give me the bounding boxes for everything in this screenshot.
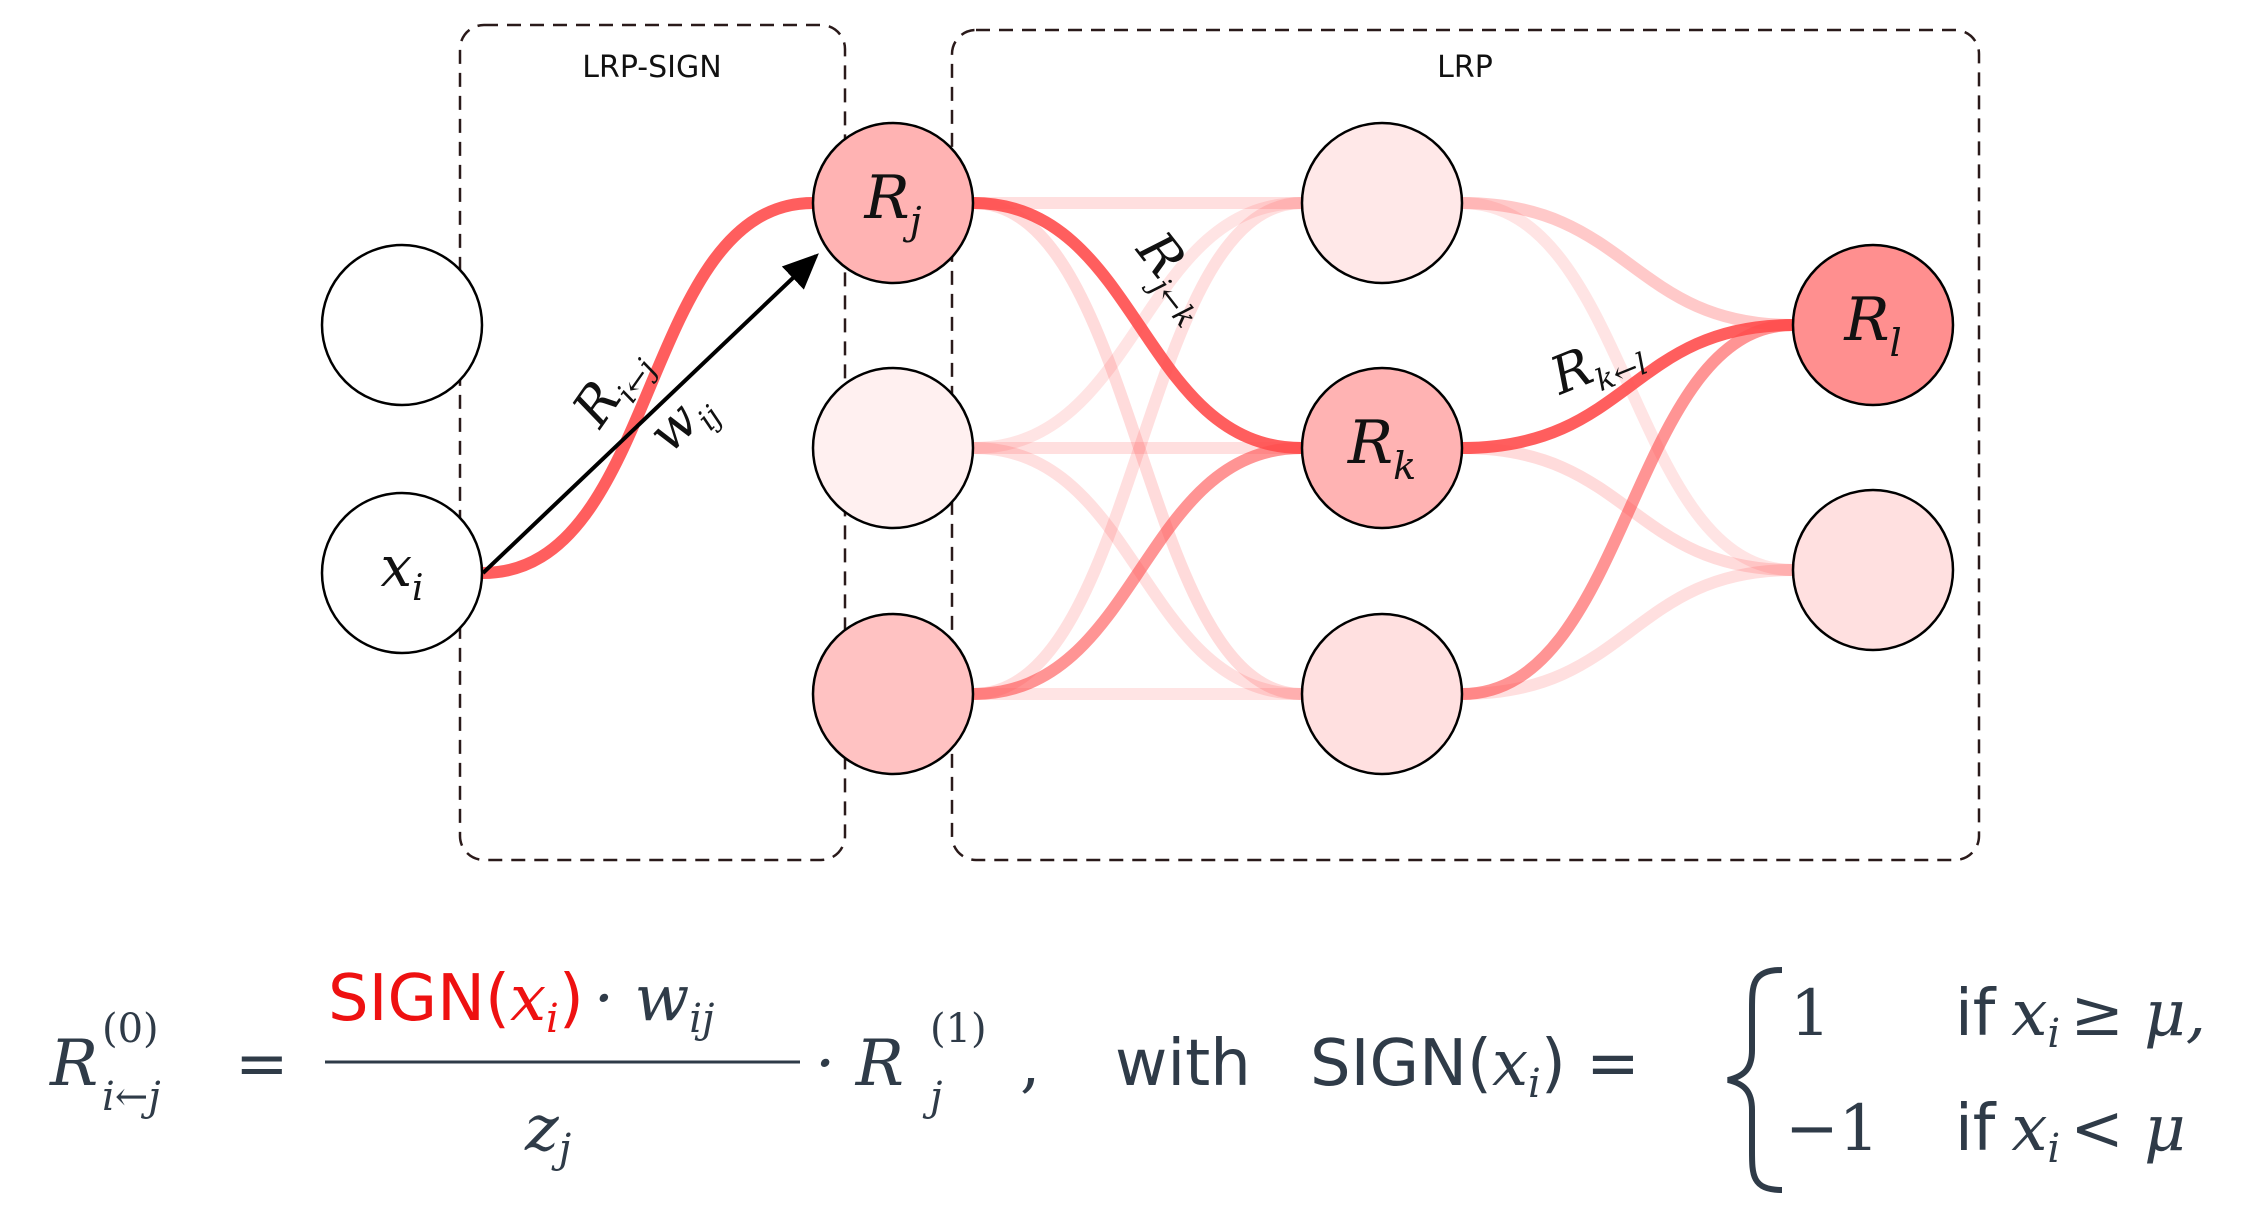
node-l2: [1791, 488, 1955, 652]
equation-lhs-sub: i←j: [102, 1074, 161, 1120]
edge-k3-l2: [1456, 564, 1799, 700]
edge-k2-l1: [1456, 319, 1799, 454]
node-k3: [1300, 612, 1464, 776]
lrp-box-label: LRP: [1437, 50, 1493, 85]
node-input-1: [320, 243, 484, 407]
node-label-xi: xi: [380, 535, 423, 609]
node-label-rj: Rj: [864, 163, 922, 243]
equation-dot-r: · R: [815, 1027, 904, 1101]
nodes: [320, 121, 1955, 776]
equation-comma: ,: [1020, 1027, 1040, 1101]
node-label-rk: Rk: [1347, 408, 1416, 488]
node-rj: [811, 121, 975, 285]
node-rl: [1791, 243, 1955, 407]
lrp-sign-equation: R (0) i←j = SIGN(xi)· wij zj · R (1) j ,…: [49, 962, 2206, 1193]
weight-arrow: [481, 253, 819, 575]
equation-lhs: R: [49, 1027, 98, 1101]
edge-j3-k2: [967, 442, 1308, 700]
edge-j1-k3: [967, 197, 1308, 700]
node-rk: [1300, 366, 1464, 530]
equation-brace: [1727, 967, 1783, 1193]
equation-sign-def: SIGN(xi) =: [1310, 1027, 1640, 1107]
equation-case2-value: −1: [1785, 1092, 1879, 1166]
relevance-edges: [477, 197, 1799, 700]
equation-equals-1: =: [235, 1027, 289, 1101]
equation-r-sup: (1): [930, 1006, 987, 1052]
edge-j3-k1: [967, 197, 1308, 700]
edge-k1-l1: [1456, 197, 1799, 331]
equation-r-sub: j: [922, 1074, 942, 1120]
node-j2: [811, 366, 975, 530]
node-k1: [1300, 121, 1464, 285]
node-j3: [811, 612, 975, 776]
node-input-xi: [320, 491, 484, 655]
edge-xi-rj: [477, 197, 819, 579]
equation-numerator: SIGN(xi)· wij: [328, 962, 714, 1042]
lrp-sign-box-label: LRP-SIGN: [582, 50, 721, 85]
equation-lhs-sup: (0): [102, 1006, 159, 1052]
equation-denominator: zj: [524, 1092, 571, 1172]
lrp-sign-box: [458, 23, 847, 862]
equation-with: with: [1115, 1027, 1251, 1101]
edge-j1-k2: [967, 197, 1308, 454]
equation-case1-value: 1: [1790, 977, 1831, 1051]
edge-k3-l1: [1456, 319, 1799, 700]
node-label-rl: Rl: [1843, 285, 1901, 365]
